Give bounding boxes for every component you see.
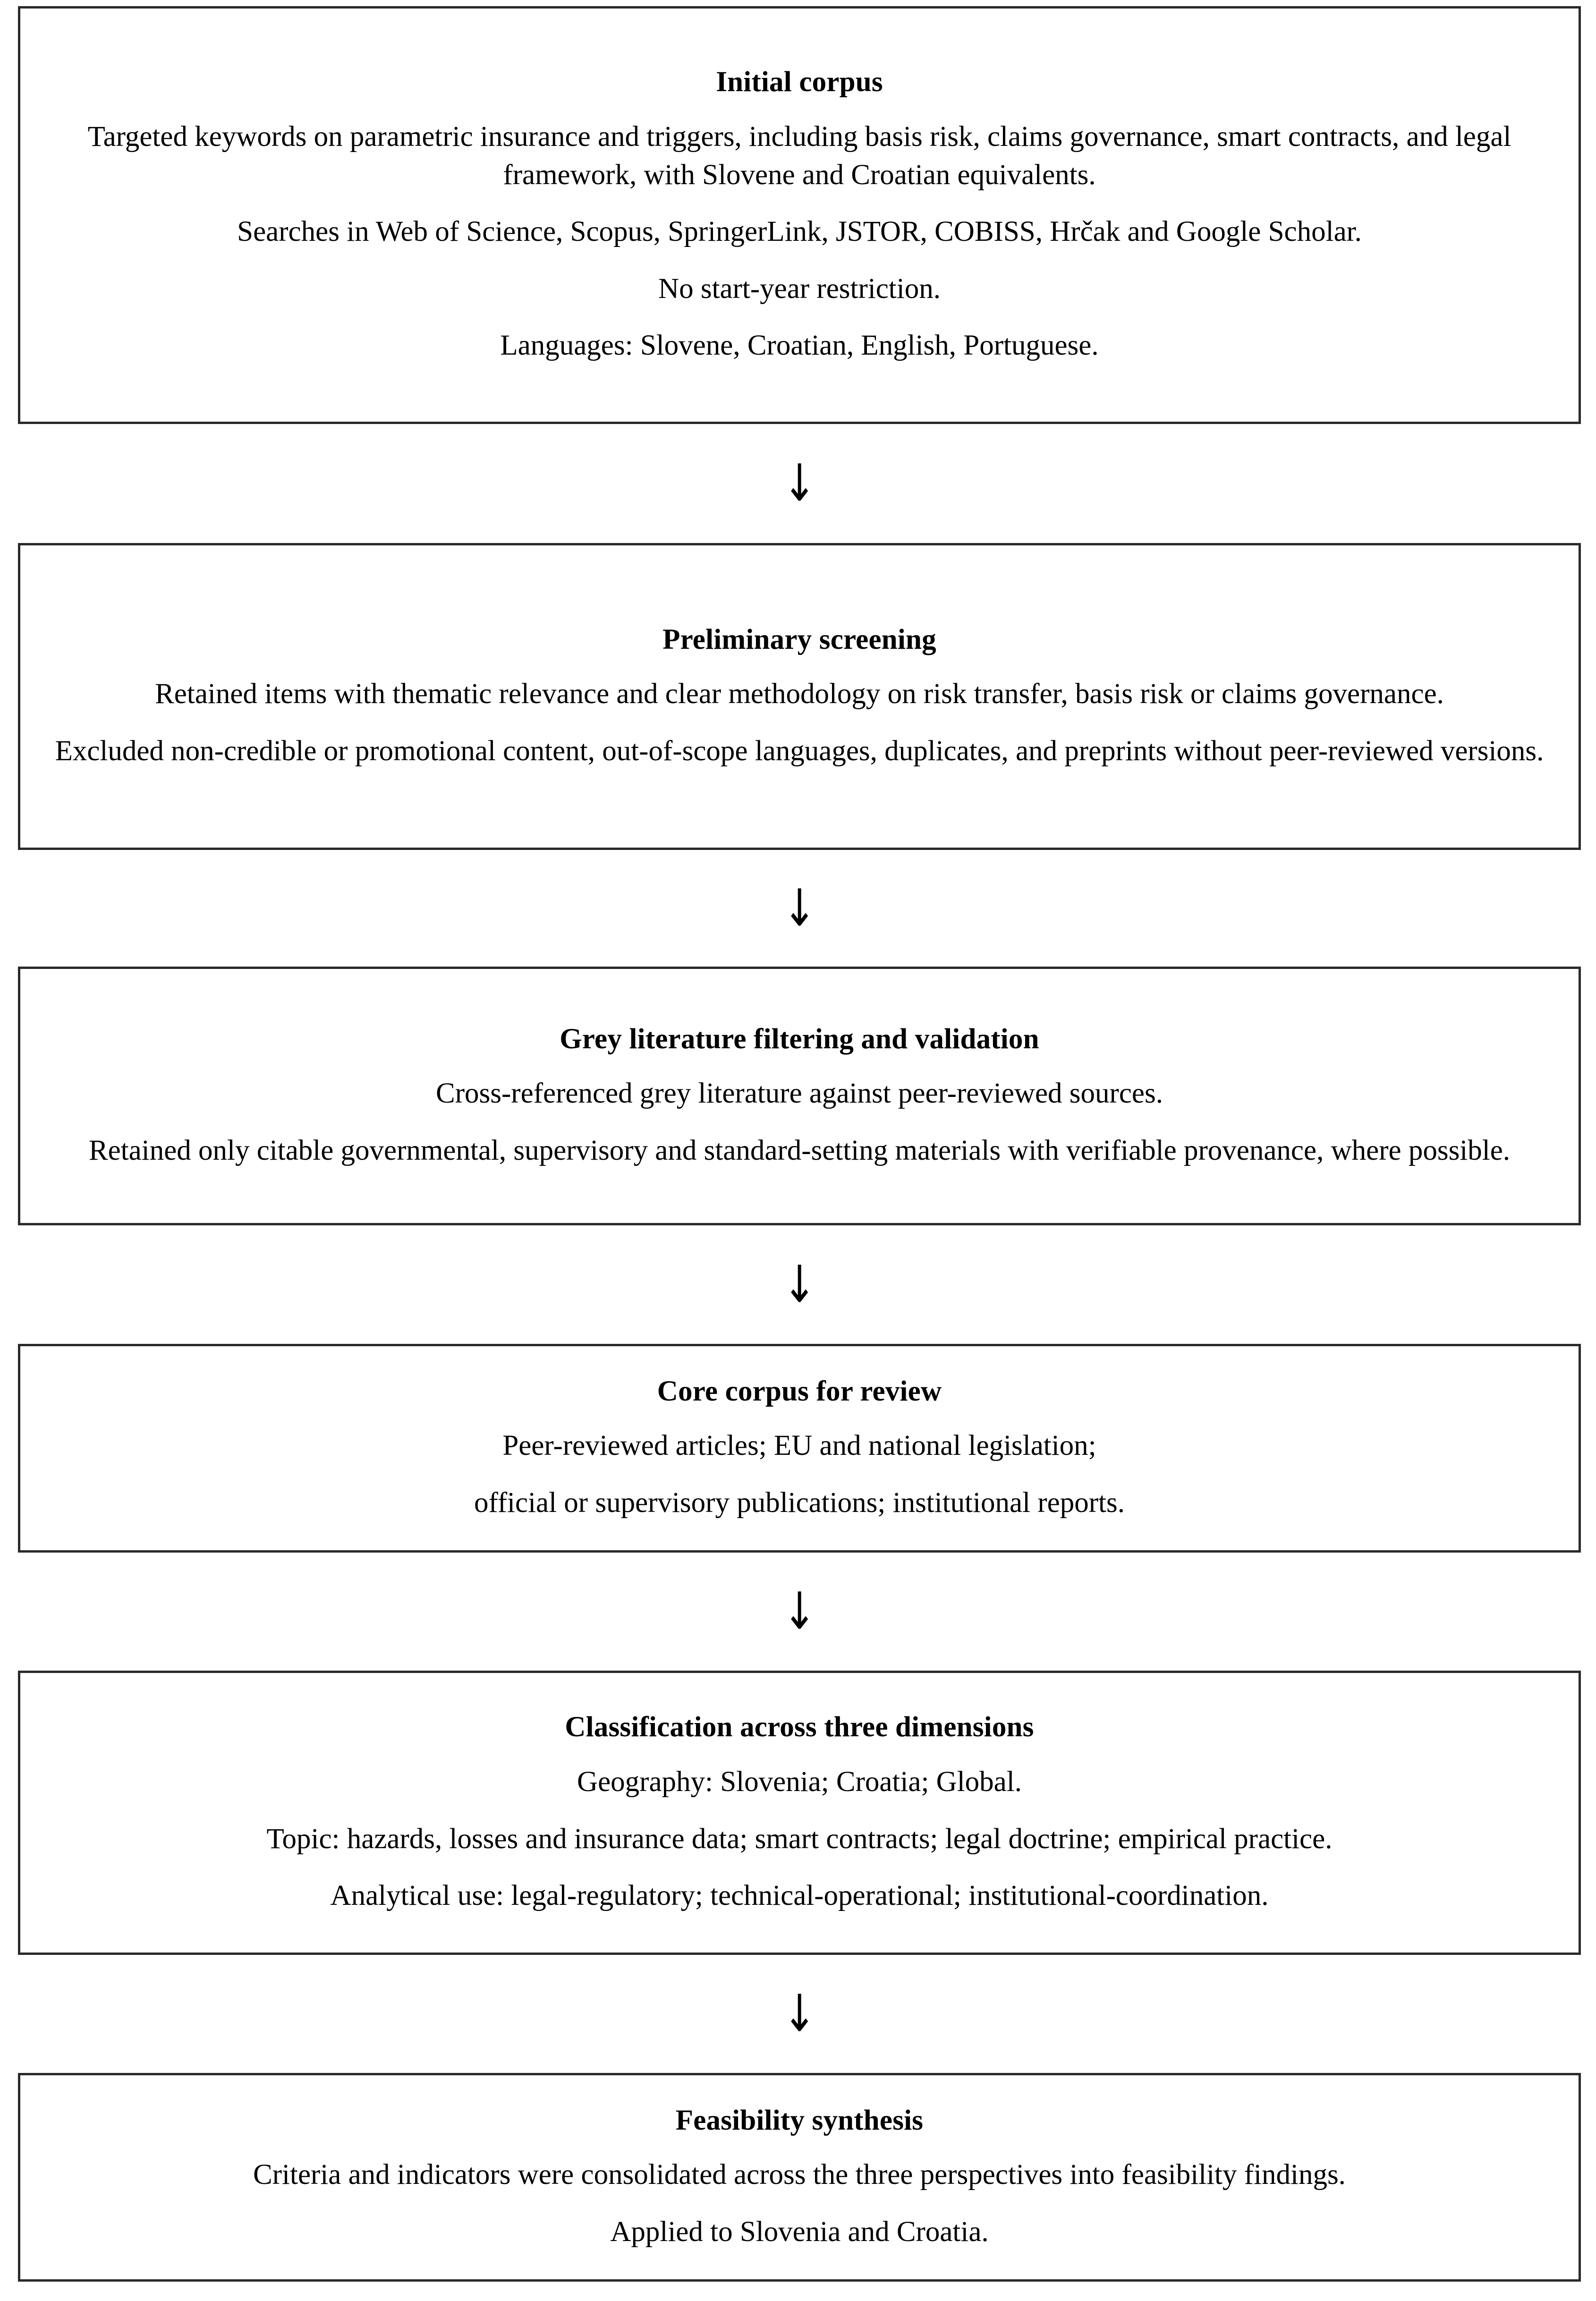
flow-connector-4: ↓ [18, 1553, 1581, 1671]
stage-line: Analytical use: legal-regulatory; techni… [330, 1880, 1269, 1912]
stage-title: Core corpus for review [657, 1375, 942, 1407]
stage-body: Cross-referenced grey literature against… [41, 1056, 1558, 1170]
flow-stage-classification: Classification across three dimensions G… [18, 1671, 1581, 1955]
stage-line: Languages: Slovene, Croatian, English, P… [500, 330, 1099, 362]
stage-title: Initial corpus [716, 66, 883, 98]
flow-connector-5: ↓ [18, 1955, 1581, 2073]
flow-stage-initial-corpus: Initial corpus Targeted keywords on para… [18, 6, 1581, 424]
down-arrow-icon: ↓ [782, 1582, 816, 1641]
stage-line: official or supervisory publications; in… [474, 1486, 1125, 1519]
stage-body: Targeted keywords on parametric insuranc… [41, 99, 1558, 365]
stage-title: Grey literature filtering and validation [560, 1023, 1039, 1055]
stage-body: Geography: Slovenia; Croatia; Global. To… [41, 1744, 1558, 1915]
flow-stage-preliminary-screening: Preliminary screening Retained items wit… [18, 543, 1581, 850]
stage-line: Applied to Slovenia and Croatia. [610, 2216, 989, 2248]
down-arrow-icon: ↓ [782, 878, 816, 938]
stage-line: Geography: Slovenia; Croatia; Global. [577, 1766, 1022, 1798]
stage-line: Excluded non-credible or promotional con… [55, 735, 1544, 767]
stage-line: Peer-reviewed articles; EU and national … [502, 1430, 1096, 1462]
flow-stage-feasibility-synthesis: Feasibility synthesis Criteria and indic… [18, 2073, 1581, 2282]
stage-title: Classification across three dimensions [565, 1711, 1034, 1743]
stage-line: Searches in Web of Science, Scopus, Spri… [237, 216, 1362, 248]
stage-line: No start-year restriction. [658, 272, 941, 305]
stage-line: Cross-referenced grey literature against… [436, 1078, 1163, 1110]
flow-connector-1: ↓ [18, 424, 1581, 543]
flow-connector-2: ↓ [18, 850, 1581, 967]
stage-line: Topic: hazards, losses and insurance dat… [266, 1823, 1333, 1855]
flow-stage-grey-literature-filtering: Grey literature filtering and validation… [18, 967, 1581, 1225]
down-arrow-icon: ↓ [782, 1255, 816, 1314]
stage-line: Criteria and indicators were consolidate… [253, 2159, 1346, 2191]
down-arrow-icon: ↓ [782, 1984, 816, 2043]
stage-body: Criteria and indicators were consolidate… [41, 2137, 1558, 2251]
stage-line: Targeted keywords on parametric insuranc… [87, 121, 1511, 191]
flow-connector-3: ↓ [18, 1225, 1581, 1344]
stage-body: Retained items with thematic relevance a… [41, 656, 1558, 770]
flow-stage-core-corpus: Core corpus for review Peer-reviewed art… [18, 1344, 1581, 1553]
stage-line: Retained items with thematic relevance a… [155, 678, 1444, 710]
stage-title: Preliminary screening [662, 623, 936, 655]
stage-title: Feasibility synthesis [675, 2104, 924, 2136]
stage-body: Peer-reviewed articles; EU and national … [41, 1408, 1558, 1522]
stage-line: Retained only citable governmental, supe… [88, 1134, 1511, 1166]
down-arrow-icon: ↓ [782, 454, 816, 513]
